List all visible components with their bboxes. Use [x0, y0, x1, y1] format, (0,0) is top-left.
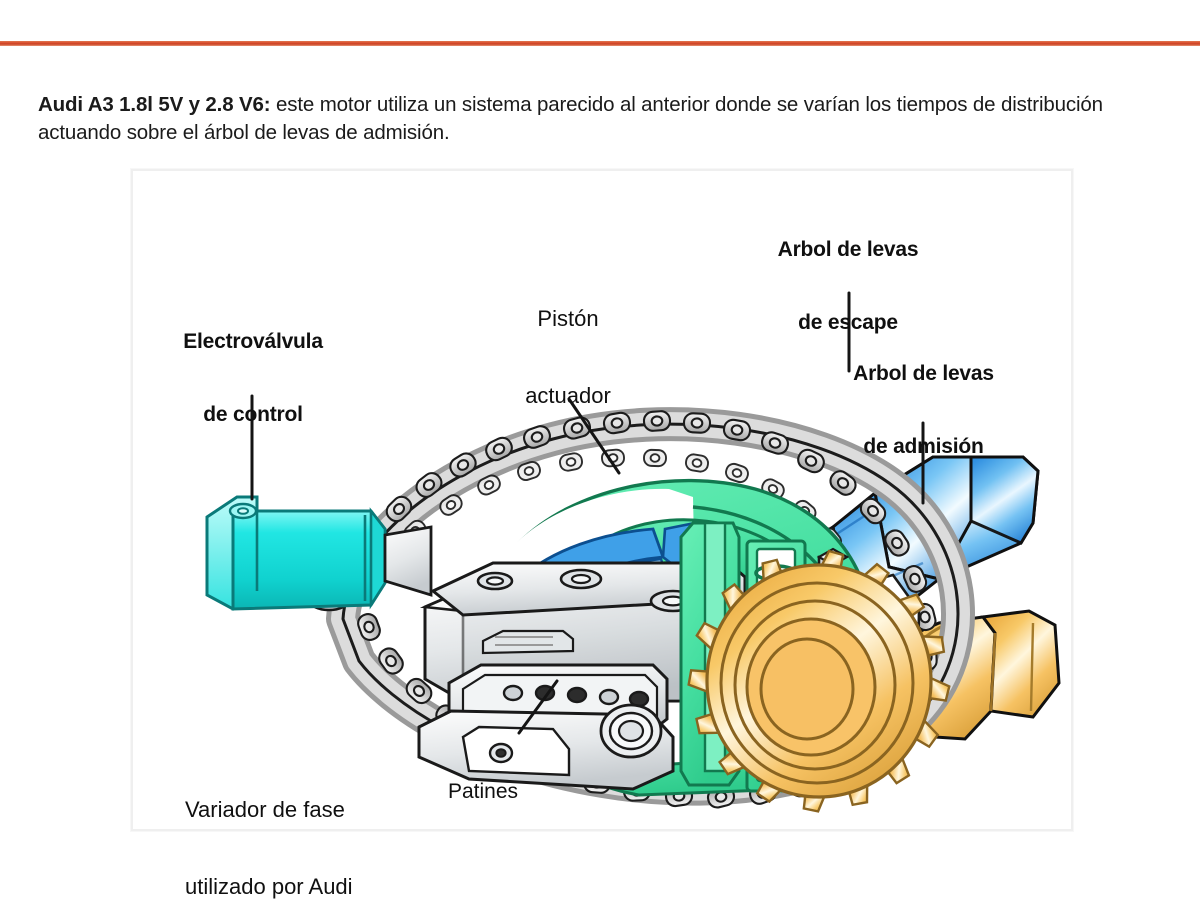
leader-piston-actuador: [567, 397, 621, 475]
leader-lines: [250, 291, 925, 735]
label-arbol-escape: Arbol de levas de escape: [748, 189, 948, 384]
label-arbol-escape-line2: de escape: [798, 310, 898, 334]
intro-paragraph: Audi A3 1.8l 5V y 2.8 V6: este motor uti…: [38, 91, 1178, 147]
figure-panel-inner: Electroválvula de control Pistón actuado…: [133, 171, 1071, 899]
label-electrovalvula: Electroválvula de control: [158, 281, 348, 476]
intro-lead-text: Audi A3 1.8l 5V y 2.8 V6:: [38, 92, 271, 116]
intro-body-text: este motor utiliza un sistema parecido a…: [38, 92, 1103, 144]
label-arbol-admision: Arbol de levas de admisión: [821, 313, 1026, 508]
figure-panel: Electroválvula de control Pistón actuado…: [131, 169, 1073, 899]
cam-phaser-diagram: [205, 291, 1061, 813]
label-arbol-admision-line2: de admisión: [863, 434, 984, 458]
accent-rule-divider: [0, 41, 1200, 46]
label-arbol-escape-line1: Arbol de levas: [777, 237, 919, 261]
label-arbol-admision-line1: Arbol de levas: [853, 361, 994, 385]
label-electrovalvula-line1: Electroválvula: [183, 329, 323, 353]
camshaft-sprocket: [687, 549, 951, 813]
seal-ring: [599, 703, 663, 759]
figure-caption: Variador de fase utilizado por Audi: [185, 746, 425, 900]
label-piston-actuador-line1: Pistón: [537, 306, 599, 332]
figure-caption-line1: Variador de fase: [185, 797, 345, 823]
label-patines: Patines: [448, 731, 568, 853]
label-patines-line1: Patines: [448, 779, 519, 803]
label-electrovalvula-line2: de control: [203, 402, 303, 426]
label-piston-actuador: Pistón actuador: [478, 255, 658, 459]
figure-caption-line2: utilizado por Audi: [185, 873, 353, 899]
leader-patines: [517, 679, 559, 735]
label-piston-actuador-line2: actuador: [525, 382, 611, 408]
control-solenoid-teal: [205, 495, 433, 611]
